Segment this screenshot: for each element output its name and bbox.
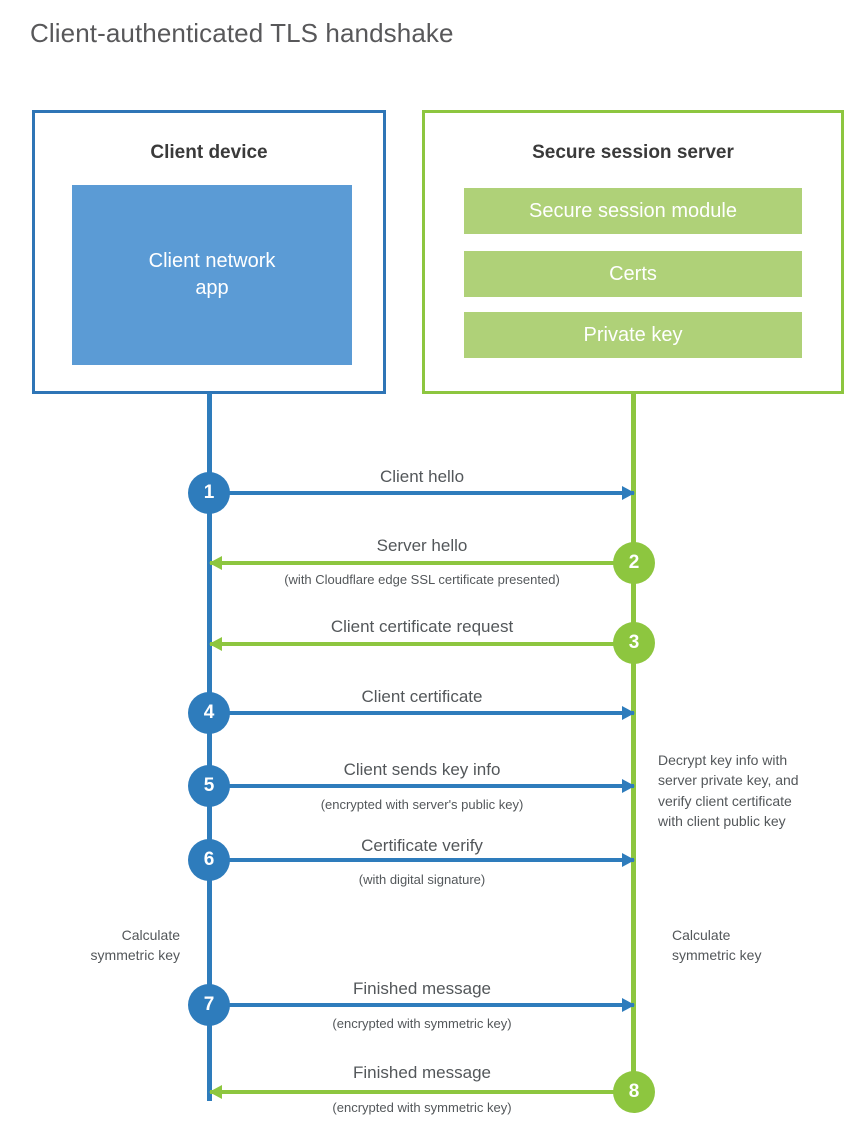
server-calculate-symmetric-key-note: Calculate symmetric key	[672, 927, 762, 964]
step-6-sublabel: (with digital signature)	[358, 872, 486, 887]
secure-session-server-title: Secure session server	[532, 142, 734, 163]
arrow-shaft	[210, 642, 634, 646]
step-8-label: Finished message	[353, 1063, 491, 1082]
step-7-arrow	[210, 998, 635, 1012]
step-1-label: Client hello	[379, 467, 465, 486]
step-8-arrow	[209, 1085, 634, 1099]
step-2-sublabel: (with Cloudflare edge SSL certificate pr…	[284, 572, 560, 587]
step-5-label: Client sends key info	[343, 760, 501, 779]
client-calculate-symmetric-key-note: Calculate symmetric key	[90, 927, 180, 964]
step-8-circle[interactable]: 8	[613, 1071, 655, 1113]
arrow-shaft	[210, 561, 634, 565]
step-1-circle[interactable]: 1	[188, 472, 230, 514]
arrow-shaft	[210, 784, 634, 788]
arrow-head-icon	[209, 1085, 222, 1099]
arrow-head-icon	[622, 998, 635, 1012]
step-5-arrow	[210, 779, 635, 793]
step-2-arrow	[209, 556, 634, 570]
arrow-shaft	[210, 858, 634, 862]
step-5-circle[interactable]: 5	[188, 765, 230, 807]
client-device-box: Client device Client network app	[32, 110, 386, 394]
step-3-circle[interactable]: 3	[613, 622, 655, 664]
arrow-head-icon	[209, 556, 222, 570]
arrow-head-icon	[622, 779, 635, 793]
client-lifeline	[207, 393, 212, 1101]
step-5-sublabel: (encrypted with server's public key)	[320, 797, 524, 812]
step-2-label: Server hello	[376, 536, 468, 555]
step-7-label: Finished message	[353, 979, 491, 998]
arrow-head-icon	[622, 486, 635, 500]
step-7-sublabel: (encrypted with symmetric key)	[332, 1016, 512, 1031]
step-3-label: Client certificate request	[330, 617, 514, 636]
server-module-private-key: Private key	[464, 312, 802, 358]
step-6-label: Certificate verify	[361, 836, 483, 855]
step-6-circle[interactable]: 6	[188, 839, 230, 881]
arrow-shaft	[210, 1003, 634, 1007]
server-module-secure-session-module: Secure session module	[464, 188, 802, 234]
step-4-circle[interactable]: 4	[188, 692, 230, 734]
step-7-circle[interactable]: 7	[188, 984, 230, 1026]
server-lifeline	[631, 393, 636, 1093]
step-4-label: Client certificate	[361, 687, 483, 706]
step-6-arrow	[210, 853, 635, 867]
server-module-certs: Certs	[464, 251, 802, 297]
arrow-head-icon	[209, 637, 222, 651]
step-4-arrow	[210, 706, 635, 720]
arrow-shaft	[210, 1090, 634, 1094]
step-3-arrow	[209, 637, 634, 651]
step-1-arrow	[210, 486, 635, 500]
arrow-head-icon	[622, 706, 635, 720]
server-decrypt-note: Decrypt key info with server private key…	[658, 752, 799, 829]
step-2-circle[interactable]: 2	[613, 542, 655, 584]
client-device-title: Client device	[150, 142, 268, 163]
step-8-sublabel: (encrypted with symmetric key)	[332, 1100, 512, 1115]
page-title: Client-authenticated TLS handshake	[30, 18, 454, 48]
arrow-shaft	[210, 491, 634, 495]
arrow-shaft	[210, 711, 634, 715]
arrow-head-icon	[622, 853, 635, 867]
client-network-app-block: Client network app	[72, 185, 352, 365]
secure-session-server-box: Secure session server Secure session mod…	[422, 110, 844, 394]
